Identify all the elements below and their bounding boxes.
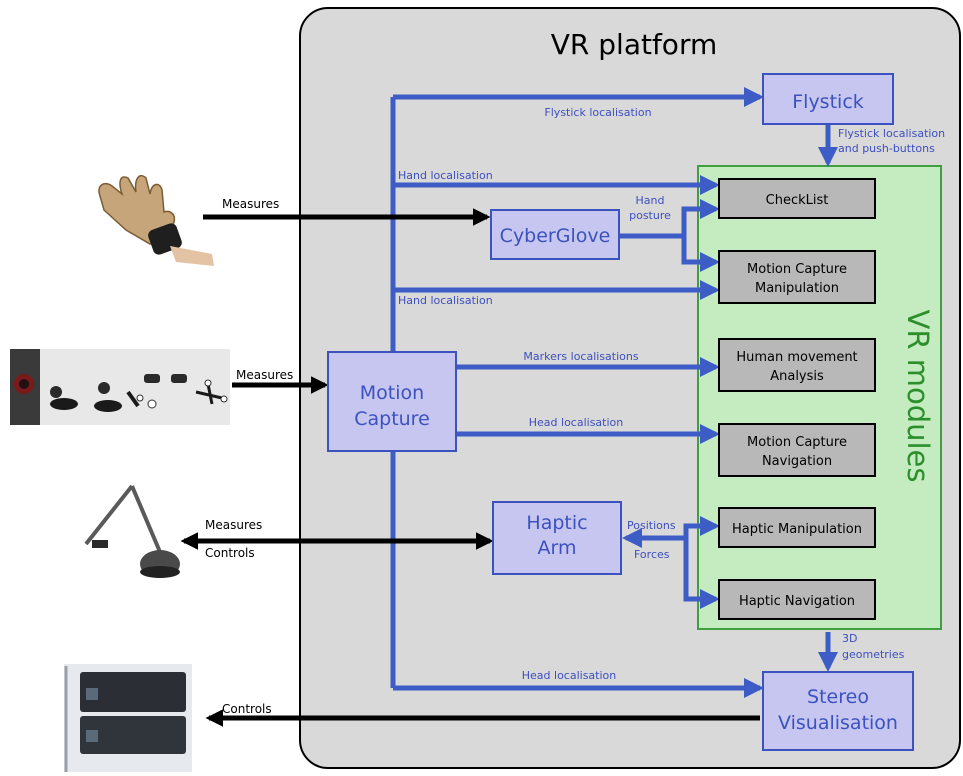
module-hm-analysis: Human movement Analysis bbox=[718, 338, 876, 392]
module-haptic-navigation: Haptic Navigation bbox=[718, 579, 876, 620]
motion-capture-markers-photo bbox=[10, 349, 230, 425]
cyberglove-label: CyberGlove bbox=[500, 225, 611, 247]
module-mc-manipulation: Motion Capture Manipulation bbox=[718, 250, 876, 304]
flystick-node: Flystick bbox=[762, 73, 894, 125]
arrow-haptic-navigation bbox=[683, 538, 720, 609]
label-haptic-measures: Measures bbox=[205, 518, 262, 532]
module-mc-manipulation-label-1: Motion Capture bbox=[747, 262, 847, 277]
arrow-posture-checklist bbox=[620, 199, 720, 239]
vr-modules-container bbox=[697, 165, 942, 630]
external-labels: Measures Measures Measures Controls Cont… bbox=[205, 197, 293, 716]
label-hand-posture-2: posture bbox=[629, 209, 671, 222]
projector-stack-photo bbox=[64, 664, 192, 772]
module-mc-navigation-label-1: Motion Capture bbox=[747, 435, 847, 450]
module-mc-navigation: Motion Capture Navigation bbox=[718, 423, 876, 477]
arrow-haptic-manipulation bbox=[683, 516, 720, 538]
label-head-localisation-2: Head localisation bbox=[522, 669, 617, 682]
label-hand-localisation-1: Hand localisation bbox=[398, 169, 493, 182]
label-flystick-push-1: Flystick localisation bbox=[838, 127, 945, 140]
vr-modules-title: VR modules bbox=[901, 310, 935, 483]
label-hand-localisation-2: Hand localisation bbox=[398, 294, 493, 307]
label-hand-posture-1: Hand bbox=[636, 194, 665, 207]
flystick-label: Flystick bbox=[792, 91, 864, 113]
label-head-localisation-1: Head localisation bbox=[529, 416, 624, 429]
label-3d: 3D bbox=[842, 632, 857, 645]
label-flystick-push-2: and push-buttons bbox=[838, 142, 935, 155]
module-mc-manipulation-label-2: Manipulation bbox=[755, 281, 839, 296]
edge-labels: Flystick localisation Flystick localisat… bbox=[398, 106, 945, 682]
module-haptic-manipulation-label: Haptic Manipulation bbox=[732, 522, 862, 537]
module-checklist: CheckList bbox=[718, 178, 876, 219]
motion-capture-label-1: Motion bbox=[360, 382, 424, 404]
data-flow-arrows bbox=[390, 87, 838, 698]
vr-platform-title: VR platform bbox=[551, 28, 717, 61]
module-hm-analysis-label-2: Analysis bbox=[770, 369, 824, 384]
module-mc-navigation-label-2: Navigation bbox=[762, 454, 832, 469]
label-flystick-localisation: Flystick localisation bbox=[544, 106, 651, 119]
stereo-visualisation-node: Stereo Visualisation bbox=[762, 671, 914, 751]
motion-capture-node: Motion Capture bbox=[327, 351, 457, 452]
label-glove-measures: Measures bbox=[222, 197, 279, 211]
haptic-arm-device-photo bbox=[84, 484, 180, 578]
label-haptic-controls: Controls bbox=[205, 546, 255, 560]
haptic-arm-label-2: Arm bbox=[538, 537, 577, 559]
label-forces: Forces bbox=[634, 548, 670, 561]
external-arrows bbox=[180, 208, 760, 727]
cyberglove-node: CyberGlove bbox=[490, 209, 620, 260]
stereo-label-1: Stereo bbox=[807, 686, 869, 708]
module-checklist-label: CheckList bbox=[766, 193, 829, 208]
arrow-posture-manipulation bbox=[681, 236, 720, 272]
haptic-arm-label-1: Haptic bbox=[526, 512, 587, 534]
motion-capture-label-2: Capture bbox=[354, 408, 430, 430]
label-positions: Positions bbox=[627, 519, 676, 532]
module-hm-analysis-label-1: Human movement bbox=[736, 350, 857, 365]
label-projector-controls: Controls bbox=[222, 702, 272, 716]
label-geometries: geometries bbox=[842, 648, 905, 661]
stereo-label-2: Visualisation bbox=[778, 712, 898, 734]
glove-photo bbox=[98, 174, 214, 266]
haptic-arm-node: Haptic Arm bbox=[492, 501, 622, 575]
module-haptic-manipulation: Haptic Manipulation bbox=[718, 507, 876, 548]
module-haptic-navigation-label: Haptic Navigation bbox=[739, 594, 855, 609]
label-markers-localisations: Markers localisations bbox=[523, 350, 638, 363]
label-mocap-measures: Measures bbox=[236, 368, 293, 382]
